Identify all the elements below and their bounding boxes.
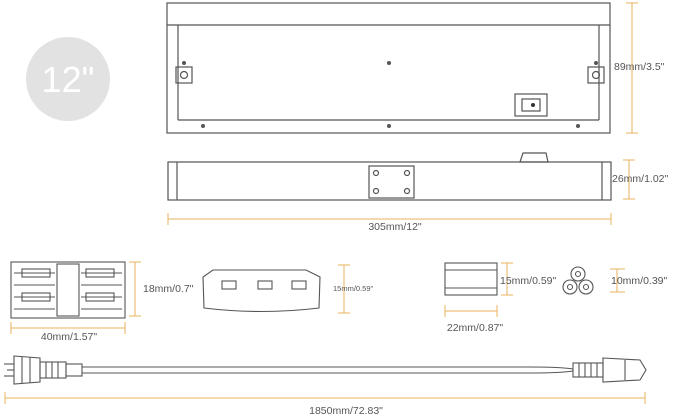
cord-end-connector [602,357,647,383]
fixture-height-dimension [626,2,638,134]
connector-width-dimension [10,322,126,334]
screw-icon [387,124,391,128]
screw-icon [594,61,598,65]
fixture-depth-dimension [623,159,635,200]
cord-length-dimension [4,392,646,404]
fixture-length-dimension [167,213,612,225]
joiner-outline [444,262,498,296]
fixture-side-view [167,152,612,201]
plug-tip-pin [566,283,574,291]
fixture-screws [182,61,598,128]
right-mounting-hole-icon [591,70,601,80]
cord-length-label: 1850mm/72.83" [309,405,383,417]
joiner-width-label: 22mm/0.87" [447,322,504,334]
left-mounting-bracket [175,66,193,84]
badge-circle [26,37,110,121]
power-switch-rocker [521,98,541,112]
outlet-module [202,269,321,313]
outlet-height-label: 15mm/0.59" [333,284,374,293]
connector-height-label: 18mm/0.7" [143,283,194,295]
fixture-front-view [166,2,611,134]
connector-pin-slot [85,268,115,278]
fixture-height-label: 89mm/3.5" [614,61,665,73]
screw-icon [182,61,186,65]
joiner-width-dimension [444,305,498,317]
badge-label: 12" [42,59,95,100]
left-mounting-hole-icon [179,70,189,80]
plate-screw-icon [403,187,411,195]
power-switch-housing [514,93,548,117]
connector-center-clip [56,263,80,317]
screw-icon [576,124,580,128]
straight-joiner [444,262,498,296]
screw-icon [387,61,391,65]
plate-screw-icon [403,169,411,177]
plate-screw-icon [372,169,380,177]
connector-pin-slot [85,292,115,302]
side-mounting-plate [368,165,415,199]
plug-tip-pin [574,270,582,278]
outlet-socket [257,280,273,290]
plug-tip-pin [582,283,590,291]
joiner-height-label: 15mm/0.59" [500,275,557,287]
plug-head [13,355,41,385]
cord-line [82,366,574,374]
plug-tip-lobe [570,266,586,282]
cord-collar [65,363,83,377]
plug-tip-lobe [562,279,578,295]
plug-tip-lobe [578,279,594,295]
joiner-height-dimension [501,262,513,296]
outlet-socket [291,280,307,290]
size-badge: 12" [26,37,110,121]
outlet-socket [221,280,237,290]
switch-dot-icon [531,103,535,107]
power-cord [4,355,647,385]
connector-outline [10,261,126,319]
connector-height-dimension [129,261,141,317]
plug-tip-dimension [610,268,625,293]
plug-strain-relief [39,361,67,379]
screw-icon [201,124,205,128]
side-switch-bump [519,152,549,163]
connector-pin-slot [21,268,51,278]
connector-pin-slot [21,292,51,302]
cord-end-strain-relief [572,362,604,378]
right-mounting-bracket [587,66,605,84]
plate-screw-icon [372,187,380,195]
connector-width-label: 40mm/1.57" [41,331,98,343]
linking-connector [10,261,126,319]
fixture-front-outline [166,2,611,134]
outlet-outline [202,269,321,313]
plug-tip-label: 10mm/0.39" [611,275,668,287]
outlet-height-dimension [338,264,350,314]
fixture-side-outline [167,161,612,201]
fixture-depth-label: 26mm/1.02" [612,173,669,185]
fixture-length-label: 305mm/12" [368,221,422,233]
plug-tip-icon [562,266,594,295]
